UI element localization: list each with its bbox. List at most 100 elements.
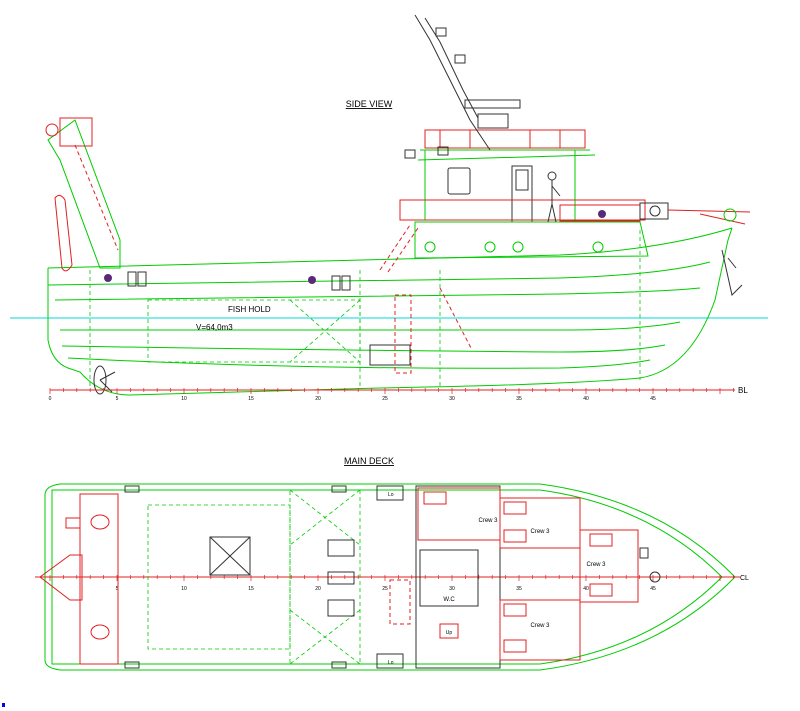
deckhouse-plan — [415, 485, 501, 669]
fish-hold-label: FISH HOLD — [228, 305, 271, 314]
deckhouse — [414, 221, 649, 259]
stair-plan — [439, 623, 459, 639]
frame-number: 20 — [315, 396, 321, 402]
hull-line-3 — [67, 357, 651, 369]
frame-number: 25 — [382, 396, 388, 402]
bunk — [589, 533, 613, 547]
frame-number: 35 — [516, 396, 522, 402]
bollard — [124, 485, 140, 493]
bollard — [124, 661, 140, 669]
hold-cross — [289, 609, 361, 665]
mast-light — [454, 54, 466, 64]
porthole — [592, 241, 604, 253]
stern-gantry-plan — [79, 493, 119, 665]
stairway-plan — [389, 579, 411, 625]
mast — [414, 14, 491, 151]
side-view: SIDE VIEW FISH HOLD V=64,0m3 — [10, 14, 768, 402]
crew-cabin — [417, 487, 501, 541]
wheelhouse-door — [511, 165, 533, 223]
fish-hold-outline — [147, 299, 361, 363]
bunk — [589, 583, 613, 597]
anchor — [721, 249, 743, 296]
bunk — [503, 529, 527, 543]
bollard — [137, 271, 147, 287]
porthole — [424, 241, 436, 253]
crew-cabin-label: Crew 3 — [530, 529, 550, 535]
wheelhouse-roof-2 — [417, 154, 596, 161]
bow-winch — [639, 202, 751, 225]
hatch-cross — [209, 536, 251, 576]
mast-light — [437, 146, 449, 156]
porthole — [512, 241, 524, 253]
frame-number: 40 — [583, 396, 589, 402]
locker — [376, 653, 404, 669]
bollard — [331, 275, 341, 291]
frame-number: 30 — [449, 396, 455, 402]
plan-frame-ticks — [49, 575, 734, 581]
frame-number: 45 — [650, 396, 656, 402]
hull-line-1 — [60, 321, 681, 331]
crew-cabin-label: Crew 3 — [478, 518, 498, 524]
frame-number: 5 — [116, 396, 119, 402]
bunk — [423, 491, 447, 505]
locker-label: Lo — [388, 492, 394, 498]
stern-fitting — [65, 517, 81, 529]
mast-2 — [424, 17, 479, 119]
frame-number: 0 — [49, 396, 52, 402]
bunk — [503, 603, 527, 617]
fish-hold-volume: V=64,0m3 — [196, 323, 233, 332]
hold-cross-2 — [289, 299, 361, 363]
bollard — [331, 485, 347, 493]
main-deck-plan: MAIN DECK CL 5 10 15 20 25 30 35 40 45 — [35, 456, 749, 671]
stern-roller — [39, 554, 83, 601]
sheer-line — [47, 227, 733, 269]
stern-hatch — [90, 514, 110, 530]
radar-antenna — [464, 99, 521, 109]
bunk — [503, 639, 527, 653]
centerline-label: CL — [740, 575, 749, 582]
winch-drive — [327, 571, 355, 585]
frame-number: 40 — [583, 586, 589, 592]
side-view-title: SIDE VIEW — [346, 99, 393, 109]
porthole — [484, 241, 496, 253]
fitting — [104, 274, 112, 282]
locker — [376, 485, 404, 501]
net-winch — [327, 539, 355, 557]
bollard — [127, 271, 137, 287]
wheelhouse-window — [447, 167, 471, 195]
frame-number: 20 — [315, 586, 321, 592]
wc-compartment — [419, 549, 479, 607]
crew-cabin — [499, 599, 581, 661]
side-frame-ticks — [49, 388, 734, 394]
locker-label: Lo — [388, 660, 394, 666]
crew-cabin — [579, 529, 639, 603]
frame-number: 30 — [449, 586, 455, 592]
baseline-label: BL — [738, 386, 748, 395]
bow-fitting — [639, 547, 649, 559]
stern-gantry — [45, 117, 121, 272]
deck-line — [47, 261, 711, 286]
crew-cabin-label: Crew 3 — [586, 562, 606, 568]
door-window — [515, 169, 529, 191]
deck-line-2 — [54, 287, 701, 301]
crew-cabin — [499, 497, 581, 549]
person-figure — [547, 171, 561, 223]
stairway-upper — [379, 224, 419, 273]
frame-number: 5 — [116, 586, 119, 592]
engine — [369, 344, 411, 366]
mast-platform — [477, 113, 509, 129]
frame-number: 15 — [248, 586, 254, 592]
bollard — [341, 275, 351, 291]
corner-marker — [2, 703, 5, 707]
mast-light — [435, 27, 447, 37]
frame-number: 25 — [382, 586, 388, 592]
frame-number: 10 — [181, 586, 187, 592]
frame-number: 10 — [181, 396, 187, 402]
bollard — [331, 661, 347, 669]
ladder — [439, 287, 473, 351]
anchor-windlass — [649, 571, 661, 583]
fish-hatch — [209, 536, 251, 576]
stair-label: Up — [446, 630, 453, 636]
main-deck-title: MAIN DECK — [344, 456, 394, 466]
frame-number: 35 — [516, 586, 522, 592]
